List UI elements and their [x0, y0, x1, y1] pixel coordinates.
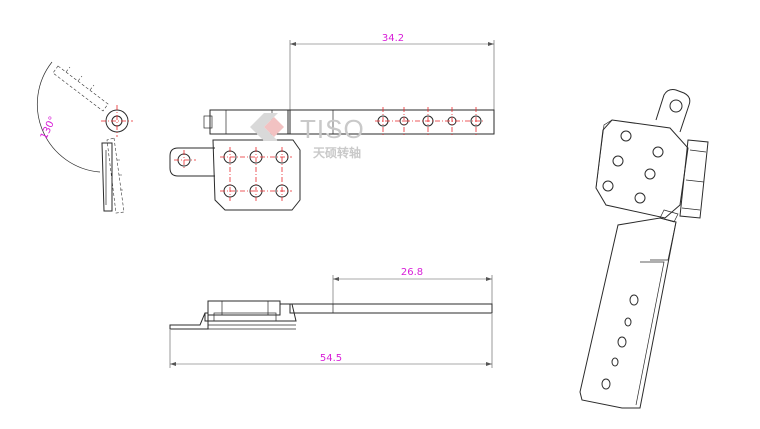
- iso-long-arm: [579, 217, 677, 409]
- plan-view: 34.2: [169, 33, 495, 211]
- dim-overall-length: 54.5: [320, 353, 342, 364]
- iso-top-tab: [655, 89, 691, 133]
- angle-arc: [36, 61, 101, 173]
- hinge-barrel: [209, 109, 291, 135]
- isometric-view: [579, 89, 709, 409]
- side-base-plate: [169, 312, 209, 330]
- iso-arm-holes: [601, 294, 639, 390]
- side-arm: [289, 303, 493, 314]
- brand-name: TISO: [300, 114, 365, 144]
- solid-leaf: [101, 142, 113, 212]
- bracket-plate: [212, 139, 301, 211]
- dim-side-length: 26.8: [401, 267, 423, 278]
- arm-holes: [375, 107, 484, 136]
- ghost-rotated-leaf: [52, 65, 109, 112]
- side-hinge-body: [207, 300, 281, 316]
- side-elevation-view: 26.8 54.5: [169, 267, 493, 368]
- plate-holes: [220, 147, 292, 201]
- iso-hinge-barrel: [679, 139, 709, 219]
- brand-logo-icon: [250, 113, 284, 141]
- brand-subtitle: 天硕转轴: [313, 145, 361, 160]
- ghost-closed-leaf: [106, 137, 125, 214]
- dim-top-length: 34.2: [382, 33, 404, 44]
- rotation-angle-view: 130°: [36, 61, 133, 214]
- iso-plate-holes: [602, 130, 664, 204]
- iso-bracket-plate: [595, 119, 689, 219]
- angle-label: 130°: [39, 115, 59, 141]
- brand-watermark: TISO 天硕转轴: [250, 113, 365, 160]
- bracket-tab: [169, 147, 215, 177]
